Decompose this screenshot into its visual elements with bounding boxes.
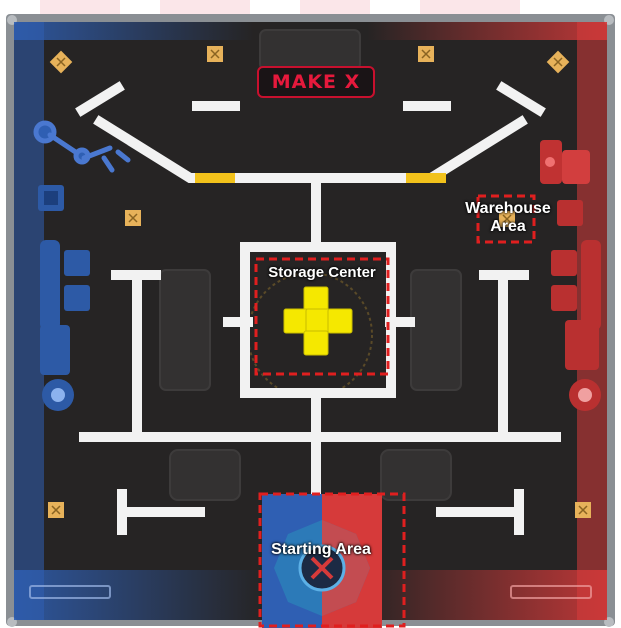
- blue-bottom-band: [14, 570, 264, 620]
- blue-side-band: [14, 22, 44, 620]
- blue-top-band: [14, 22, 254, 40]
- yellow-marker-left: [195, 173, 235, 183]
- storage-center-label: Storage Center: [256, 264, 388, 281]
- background-watermark: [40, 0, 520, 14]
- dash-marker-left: [192, 101, 240, 111]
- starting-area-label: Starting Area: [255, 541, 387, 559]
- warehouse-area-label: Warehouse Area: [450, 200, 566, 237]
- dash-marker-right: [403, 101, 451, 111]
- warehouse-label-line2: Area: [450, 218, 566, 236]
- red-top-band: [367, 22, 607, 40]
- red-bottom-band: [357, 570, 607, 620]
- makex-logo: MAKE X: [257, 66, 375, 98]
- warehouse-label-line1: Warehouse: [450, 200, 566, 218]
- starting-area-tile: [262, 494, 382, 628]
- yellow-marker-right: [406, 173, 446, 183]
